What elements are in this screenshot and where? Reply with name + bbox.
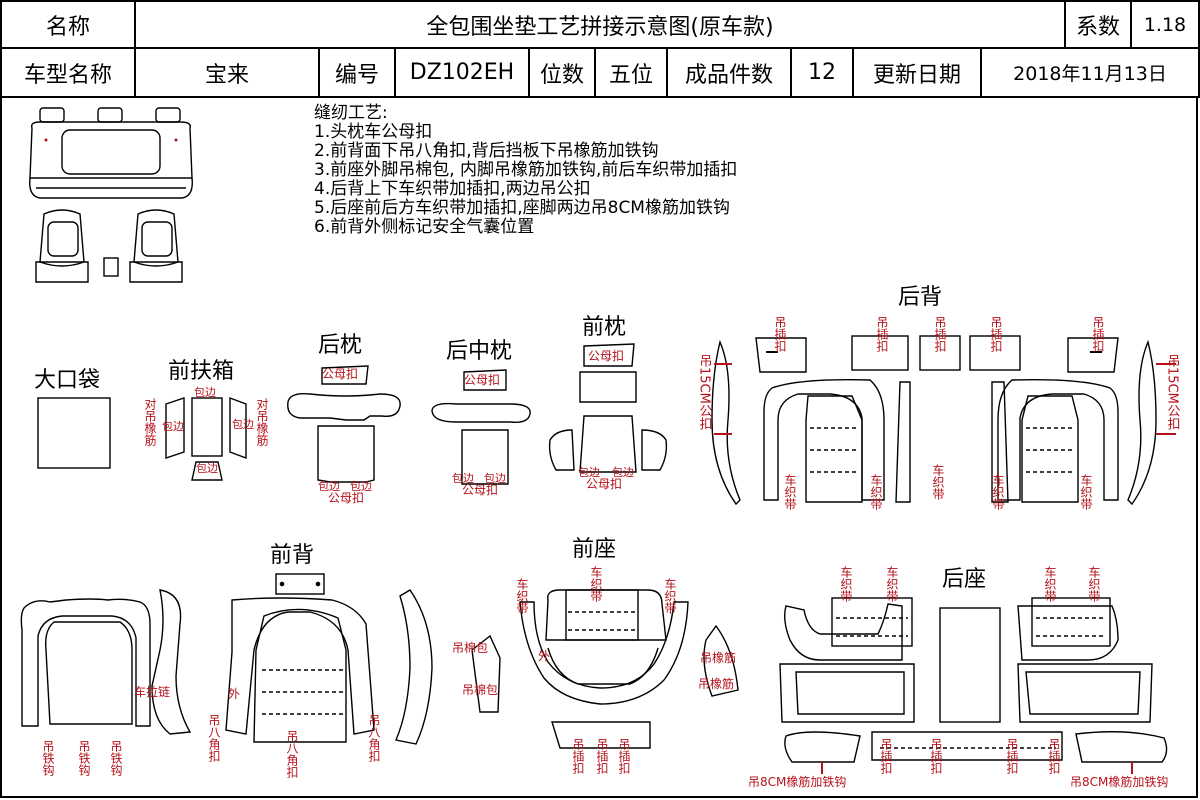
- section-title-rear-seat: 后座: [942, 567, 986, 592]
- annotation-diao-cha-kou: 吊插扣: [875, 316, 889, 353]
- front-seat-pieces: [471, 589, 739, 749]
- sewing-instructions: 缝纫工艺: 1.头枕车公母扣 2.前背面下吊八角扣,背后挡板下吊橡筋加铁钩 3.…: [314, 104, 737, 237]
- annotation-diao-cha-kou: 吊插扣: [929, 738, 943, 775]
- annotation-che-zhi-dai: 车织带: [839, 565, 853, 602]
- annotation-gong-mu-kou: 公母扣: [588, 349, 624, 363]
- code-value-cell: DZ102EH: [394, 47, 530, 98]
- pieces-label-cell: 成品件数: [666, 47, 792, 98]
- annotation-che-zhi-dai: 车织带: [1079, 473, 1093, 510]
- annotation-diao-cha-kou: 吊插扣: [1047, 738, 1061, 775]
- rear-bench-thumbnail: [29, 107, 193, 199]
- annotation-bao-bian: 包边: [318, 480, 340, 493]
- date-value-cell: 2018年11月13日: [980, 47, 1200, 98]
- annotation-gong-mu-kou: 公母扣: [462, 483, 498, 497]
- annotation-gong-mu-kou: 公母扣: [464, 373, 500, 387]
- name-label-cell: 名称: [0, 0, 136, 49]
- annotation-diao-cha-kou: 吊插扣: [571, 738, 585, 775]
- front-back-pieces: [20, 573, 433, 745]
- front-headrest-pieces: [548, 343, 668, 473]
- annotation-wai: 外: [538, 649, 550, 663]
- section-title-rear-headrest: 后枕: [318, 333, 362, 358]
- annotation-diao-cha-kou: 吊插扣: [879, 738, 893, 775]
- annotation-bao-bian: 包边: [196, 462, 218, 475]
- annotation-bao-bian: 包边: [612, 466, 634, 479]
- annotation-diao-cha-kou: 吊插扣: [1091, 316, 1105, 353]
- instruction-item: 5.后座前后方车织带加插扣,座脚两边吊8CM橡筋加铁钩: [314, 198, 730, 218]
- annotation-diao-cha-kou: 吊插扣: [933, 316, 947, 353]
- section-title-front-back: 前背: [270, 543, 314, 568]
- annotation-diao-tie-gou: 吊铁钩: [109, 740, 123, 777]
- annotation-che-zhi-dai: 车织带: [931, 463, 945, 500]
- annotation-che-zhi-dai: 车织带: [1043, 565, 1057, 602]
- annotation-bao-bian: 包边: [232, 418, 254, 431]
- annotation-diao-15cm-gong-kou: 吊15CM公扣: [697, 354, 713, 430]
- annotation-bao-bian: 包边: [452, 472, 474, 485]
- annotation-diao-cha-kou: 吊插扣: [773, 316, 787, 353]
- annotation-gong-mu-kou: 公母扣: [322, 367, 358, 381]
- section-title-armrest: 前扶箱: [168, 359, 234, 384]
- annotation-diao-8cm: 吊8CM橡筋加铁钩: [1070, 774, 1168, 789]
- big-pocket-piece: [37, 397, 111, 469]
- annotation-che-zhi-dai: 车织带: [869, 473, 883, 510]
- annotation-che-la-lian: 车拉链: [134, 684, 170, 699]
- annotation-diao-tie-gou: 吊铁钩: [77, 740, 91, 777]
- annotation-diao-mian-bao: 吊棉包: [452, 641, 488, 655]
- section-title-front-headrest: 前枕: [582, 315, 626, 340]
- annotation-che-zhi-dai: 车织带: [663, 577, 677, 614]
- rear-back-pieces: [711, 335, 1176, 506]
- instruction-item: 6.前背外侧标记安全气囊位置: [314, 217, 535, 237]
- annotation-diao-cha-kou: 吊插扣: [595, 738, 609, 775]
- annotation-diao-ba-jiao-kou: 吊八角扣: [367, 714, 381, 763]
- rear-mid-headrest-pieces: [431, 369, 531, 485]
- annotation-che-zhi-dai: 车织带: [1087, 565, 1101, 602]
- annotation-diao-cha-kou: 吊插扣: [617, 738, 631, 775]
- annotation-diao-8cm: 吊8CM橡筋加铁钩: [748, 774, 846, 789]
- annotation-dui-diao-xiang-jin: 对吊橡筋: [255, 398, 269, 447]
- instruction-item: 1.头枕车公母扣: [314, 122, 433, 142]
- armrest-pieces: [165, 396, 247, 481]
- annotation-bao-bian: 包边: [194, 386, 216, 399]
- annotation-che-zhi-dai: 车织带: [885, 565, 899, 602]
- front-seats-thumbnail: [35, 209, 183, 283]
- instructions-title: 缝纫工艺:: [314, 103, 388, 123]
- annotation-diao-xiang-jin: 吊橡筋: [698, 676, 734, 691]
- instruction-item: 3.前座外脚吊棉包, 内脚吊橡筋加铁钩,前后车织带加插扣: [314, 160, 738, 180]
- model-label-cell: 车型名称: [0, 47, 136, 98]
- code-label-cell: 编号: [318, 47, 396, 98]
- annotation-diao-ba-jiao-kou: 吊八角扣: [285, 730, 299, 779]
- coef-value-cell: 1.18: [1130, 0, 1200, 49]
- annotation-che-zhi-dai: 车织带: [783, 473, 797, 510]
- seats-label-cell: 位数: [528, 47, 596, 98]
- annotation-diao-15cm-gong-kou: 吊15CM公扣: [1165, 354, 1181, 430]
- annotation-gong-mu-kou: 公母扣: [328, 491, 364, 505]
- annotation-diao-mian-bao: 吊棉包: [462, 683, 498, 697]
- annotation-bao-bian: 包边: [484, 472, 506, 485]
- annotation-diao-ba-jiao-kou: 吊八角扣: [207, 714, 221, 763]
- section-title-front-seat: 前座: [572, 537, 616, 562]
- rear-headrest-pieces: [287, 365, 401, 483]
- annotation-dui-diao-xiang-jin: 对吊橡筋: [143, 398, 157, 447]
- date-label-cell: 更新日期: [852, 47, 982, 98]
- header-table: 名称 全包围坐垫工艺拼接示意图(原车款) 系数 1.18 车型名称 宝来 编号 …: [0, 0, 1200, 98]
- annotation-che-zhi-dai: 车织带: [515, 577, 529, 614]
- instruction-item: 2.前背面下吊八角扣,背后挡板下吊橡筋加铁钩: [314, 141, 659, 161]
- annotation-bao-bian: 包边: [578, 466, 600, 479]
- section-title-rear-back: 后背: [898, 285, 942, 310]
- rear-seat-pieces: [779, 597, 1168, 774]
- instruction-item: 4.后背上下车织带加插扣,两边吊公扣: [314, 179, 591, 199]
- annotation-diao-cha-kou: 吊插扣: [989, 316, 1003, 353]
- section-title-rear-mid-headrest: 后中枕: [446, 339, 512, 364]
- annotation-che-zhi-dai: 车织带: [589, 565, 603, 602]
- annotation-diao-tie-gou: 吊铁钩: [41, 740, 55, 777]
- annotation-bao-bian: 包边: [350, 480, 372, 493]
- annotation-bao-bian: 包边: [162, 420, 184, 433]
- annotation-gong-mu-kou: 公母扣: [586, 477, 622, 491]
- annotation-diao-xiang-jin: 吊橡筋: [700, 650, 736, 665]
- diagram-sheet: [0, 98, 1198, 798]
- annotation-diao-cha-kou: 吊插扣: [1005, 738, 1019, 775]
- section-title-big-pocket: 大口袋: [34, 368, 100, 393]
- annotation-che-zhi-dai: 车织带: [991, 473, 1005, 510]
- annotation-wai: 外: [228, 687, 240, 701]
